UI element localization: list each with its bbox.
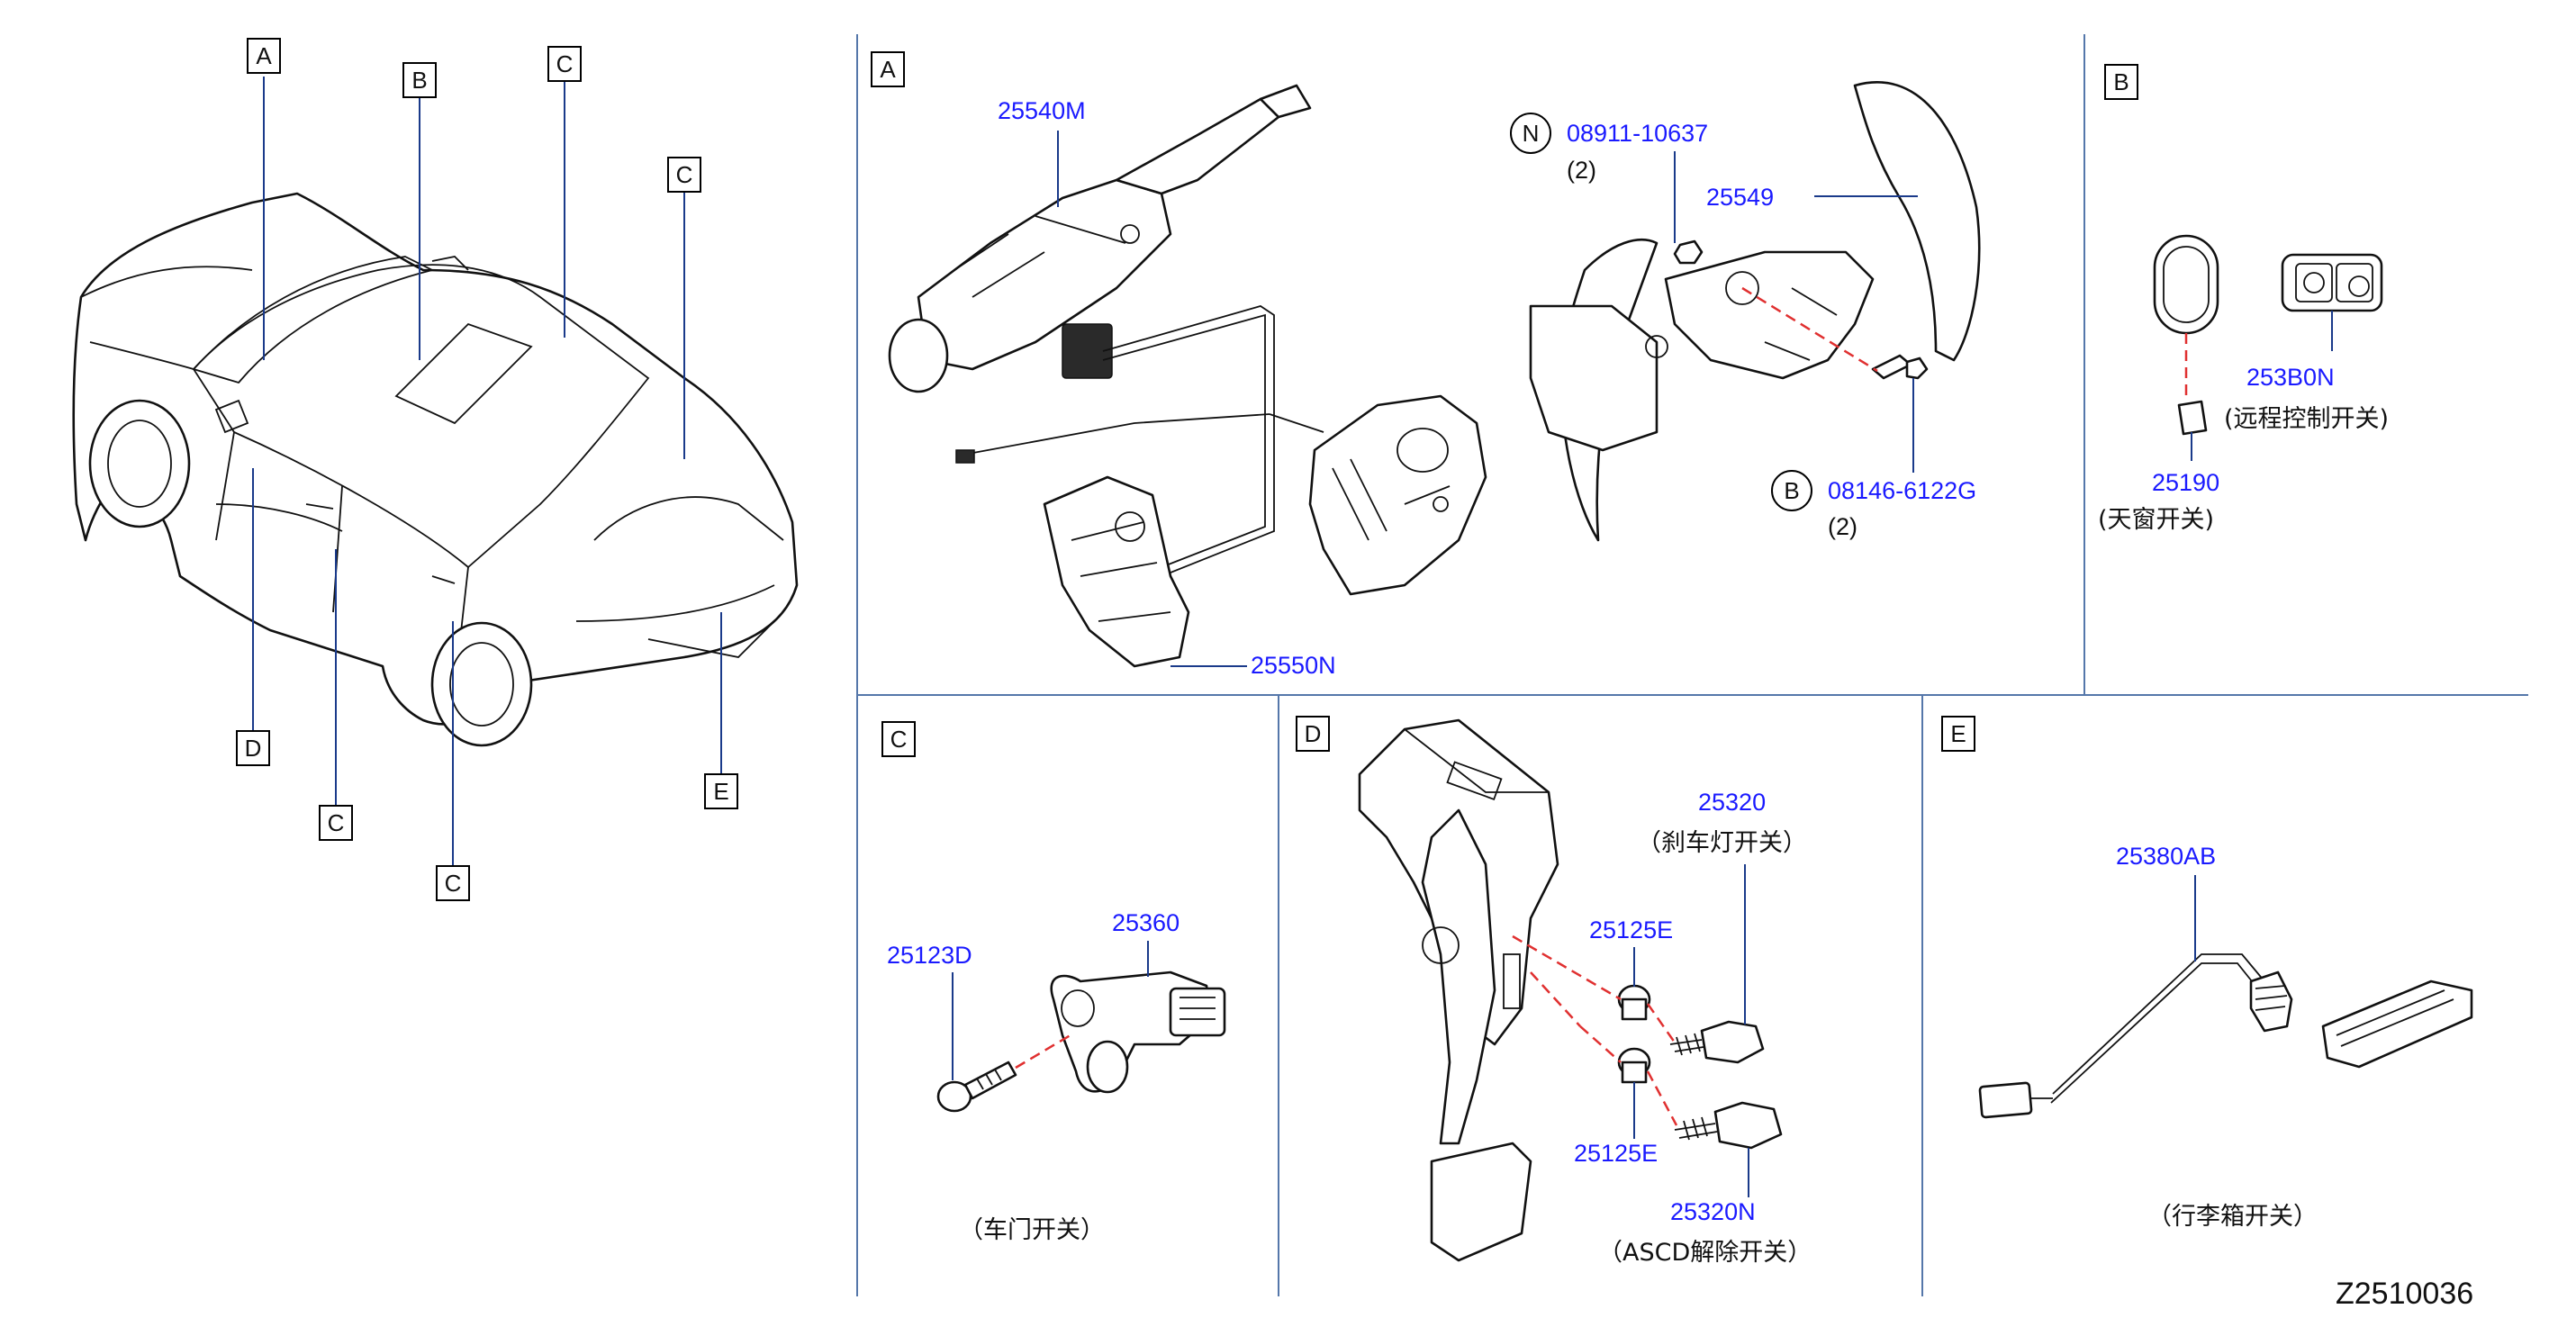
part-number-253b0n: 253B0N bbox=[2246, 364, 2335, 391]
svg-text:E: E bbox=[713, 778, 728, 805]
section-a-tag: A bbox=[871, 51, 905, 87]
door-switch-drawing bbox=[1050, 970, 1226, 1094]
callout-box-a: A bbox=[247, 38, 281, 74]
bolt-drawing bbox=[1871, 354, 1929, 380]
svg-text:C: C bbox=[556, 50, 574, 77]
callout-box-c-front-door: C bbox=[319, 805, 353, 841]
section-e: E 25380AB （行李箱开关） bbox=[1941, 716, 2473, 1231]
part-number-25125e-upper: 25125E bbox=[1589, 916, 1673, 943]
section-c: C 25123D 25360 （车门开关） bbox=[881, 721, 1226, 1244]
svg-text:B: B bbox=[411, 67, 427, 94]
name-stop-lamp-switch: （刹车灯开关） bbox=[1637, 829, 1807, 857]
svg-text:C: C bbox=[445, 870, 462, 897]
vehicle-callouts: A B C C D C C E bbox=[236, 38, 738, 901]
spiral-cable-drawing bbox=[1308, 394, 1487, 596]
stop-lamp-switch-drawing bbox=[1669, 1020, 1765, 1064]
section-d-tag: D bbox=[1296, 716, 1330, 752]
symbol-n: N bbox=[1510, 113, 1551, 154]
remote-switch-drawing bbox=[2281, 253, 2383, 312]
callout-box-b: B bbox=[402, 62, 437, 98]
diagram-code: Z2510036 bbox=[2336, 1277, 2473, 1311]
section-b: B 253B0N (远程控制开关) 25190 (天窗开关) bbox=[2098, 64, 2389, 534]
vehicle-overview bbox=[72, 192, 799, 747]
callout-box-c-rear: C bbox=[667, 157, 701, 193]
part-number-25190: 25190 bbox=[2152, 469, 2219, 496]
harness-drawing bbox=[955, 305, 1324, 577]
symbol-b: B bbox=[1771, 470, 1812, 511]
callout-box-e: E bbox=[704, 773, 738, 809]
svg-text:B: B bbox=[2113, 68, 2129, 95]
caption-trunk-switch: （行李箱开关） bbox=[2147, 1203, 2318, 1231]
part-number-25380ab: 25380AB bbox=[2116, 843, 2216, 870]
section-e-tag: E bbox=[1941, 716, 1975, 752]
section-a: A bbox=[871, 51, 1981, 679]
part-number-25320: 25320 bbox=[1698, 789, 1766, 816]
clip-upper-drawing bbox=[1617, 984, 1651, 1021]
trunk-switch-drawing bbox=[1978, 953, 2473, 1119]
caption-door-switch: （车门开关） bbox=[959, 1216, 1105, 1244]
door-screw-drawing bbox=[936, 1061, 1017, 1113]
section-c-tag: C bbox=[881, 721, 916, 757]
part-number-25320n: 25320N bbox=[1670, 1198, 1756, 1225]
sunroof-switch-bezel-drawing bbox=[2153, 234, 2219, 335]
svg-text:D: D bbox=[1305, 720, 1322, 747]
part-number-25549: 25549 bbox=[1706, 184, 1774, 211]
svg-text:B: B bbox=[1784, 477, 1799, 504]
part-number-08146-6122g: 08146-6122G bbox=[1828, 477, 1976, 504]
svg-text:C: C bbox=[676, 161, 693, 188]
callout-box-c-roof: C bbox=[547, 46, 582, 82]
panel-separators bbox=[856, 34, 2528, 1296]
steering-switch-drawing bbox=[1043, 475, 1190, 668]
paddle-shifter-drawing bbox=[1529, 81, 1981, 542]
clip-lower-drawing bbox=[1617, 1047, 1651, 1084]
part-number-25125e-lower: 25125E bbox=[1574, 1140, 1658, 1167]
callout-box-c-rear-door: C bbox=[436, 865, 470, 901]
svg-text:A: A bbox=[880, 56, 896, 83]
brake-pedal-drawing bbox=[1358, 718, 1559, 1262]
svg-text:C: C bbox=[328, 809, 345, 836]
qty-08146-6122g: (2) bbox=[1828, 513, 1857, 540]
ascd-switch-drawing bbox=[1674, 1101, 1783, 1150]
callout-box-d: D bbox=[236, 730, 270, 766]
name-remote-control-switch: (远程控制开关) bbox=[2224, 405, 2389, 433]
section-d: D bbox=[1296, 716, 1812, 1267]
qty-08911-10637: (2) bbox=[1567, 157, 1596, 184]
combination-switch-drawing bbox=[888, 84, 1312, 393]
svg-text:A: A bbox=[256, 42, 272, 69]
svg-text:D: D bbox=[245, 735, 262, 762]
svg-text:C: C bbox=[890, 726, 908, 753]
part-number-25123d: 25123D bbox=[887, 942, 972, 969]
nut-drawing bbox=[1673, 239, 1704, 265]
svg-text:E: E bbox=[1950, 720, 1966, 747]
part-number-25360: 25360 bbox=[1112, 909, 1180, 936]
part-number-25540m: 25540M bbox=[998, 97, 1086, 124]
caption-ascd-cancel-switch: （ASCD解除开关） bbox=[1598, 1239, 1812, 1267]
name-sunroof-switch: (天窗开关) bbox=[2098, 506, 2214, 534]
section-b-tag: B bbox=[2104, 64, 2138, 100]
part-number-08911-10637: 08911-10637 bbox=[1567, 120, 1708, 147]
part-number-25550n: 25550N bbox=[1251, 652, 1336, 679]
svg-text:N: N bbox=[1523, 120, 1540, 147]
sunroof-switch-drawing bbox=[2177, 400, 2208, 436]
